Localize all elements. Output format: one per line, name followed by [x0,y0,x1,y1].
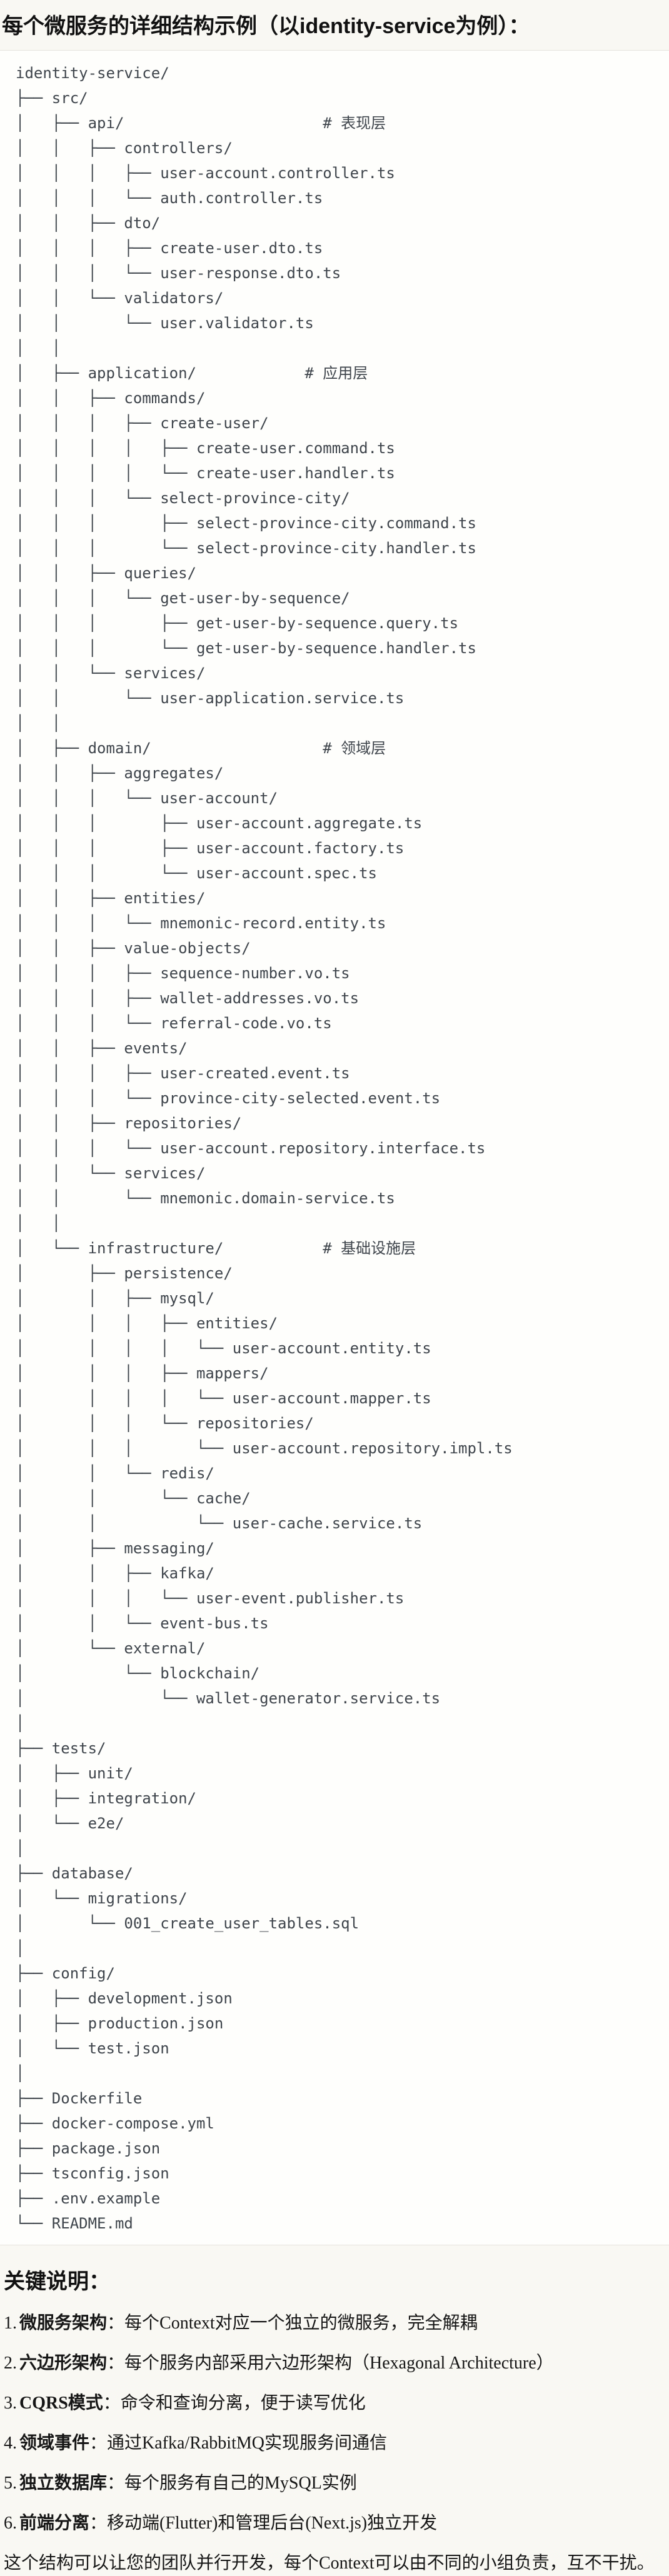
note-item: 3.CQRS模式：命令和查询分离，便于读写优化 [4,2391,664,2416]
note-desc: ：通过Kafka/RabbitMQ实现服务间通信 [89,2433,387,2453]
note-number: 2. [4,2353,17,2373]
note-number: 5. [4,2473,17,2493]
notes-heading: 关键说明： [4,2270,110,2294]
note-term: 领域事件 [19,2433,90,2453]
note-number: 4. [4,2433,17,2453]
notes-section: 关键说明： 1.微服务架构：每个Context对应一个独立的微服务，完全解耦 2… [0,2245,669,2576]
note-term: 微服务架构 [19,2313,108,2333]
note-desc: ：移动端(Flutter)和管理后台(Next.js)独立开发 [89,2513,438,2533]
note-item: 6.前端分离：移动端(Flutter)和管理后台(Next.js)独立开发 [4,2511,664,2536]
note-item: 4.领域事件：通过Kafka/RabbitMQ实现服务间通信 [4,2431,664,2456]
page-title: 每个微服务的详细结构示例（以identity-service为例）： [2,14,530,38]
note-desc: ：命令和查询分离，便于读写优化 [103,2393,366,2413]
note-number: 1. [4,2313,17,2333]
note-item: 2.六边形架构：每个服务内部采用六边形架构（Hexagonal Architec… [4,2351,664,2376]
note-desc: ：每个服务有自己的MySQL实例 [107,2473,357,2493]
note-term: 前端分离 [19,2513,90,2533]
note-desc: ：每个服务内部采用六边形架构（Hexagonal Architecture） [107,2353,554,2373]
closing-paragraph: 这个结构可以让您的团队并行开发，每个Context可以由不同的小组负责，互不干扰… [4,2553,655,2573]
code-block: identity-service/ ├── src/ │ ├── api/ # … [0,50,669,2246]
note-term: 独立数据库 [19,2473,108,2493]
note-item: 5.独立数据库：每个服务有自己的MySQL实例 [4,2471,664,2496]
file-tree: identity-service/ ├── src/ │ ├── api/ # … [16,64,513,2233]
note-number: 6. [4,2513,17,2533]
note-desc: ：每个Context对应一个独立的微服务，完全解耦 [107,2313,478,2333]
note-item: 1.微服务架构：每个Context对应一个独立的微服务，完全解耦 [4,2311,664,2336]
note-term: CQRS模式 [19,2393,103,2413]
note-number: 3. [4,2393,17,2413]
note-term: 六边形架构 [19,2353,108,2373]
